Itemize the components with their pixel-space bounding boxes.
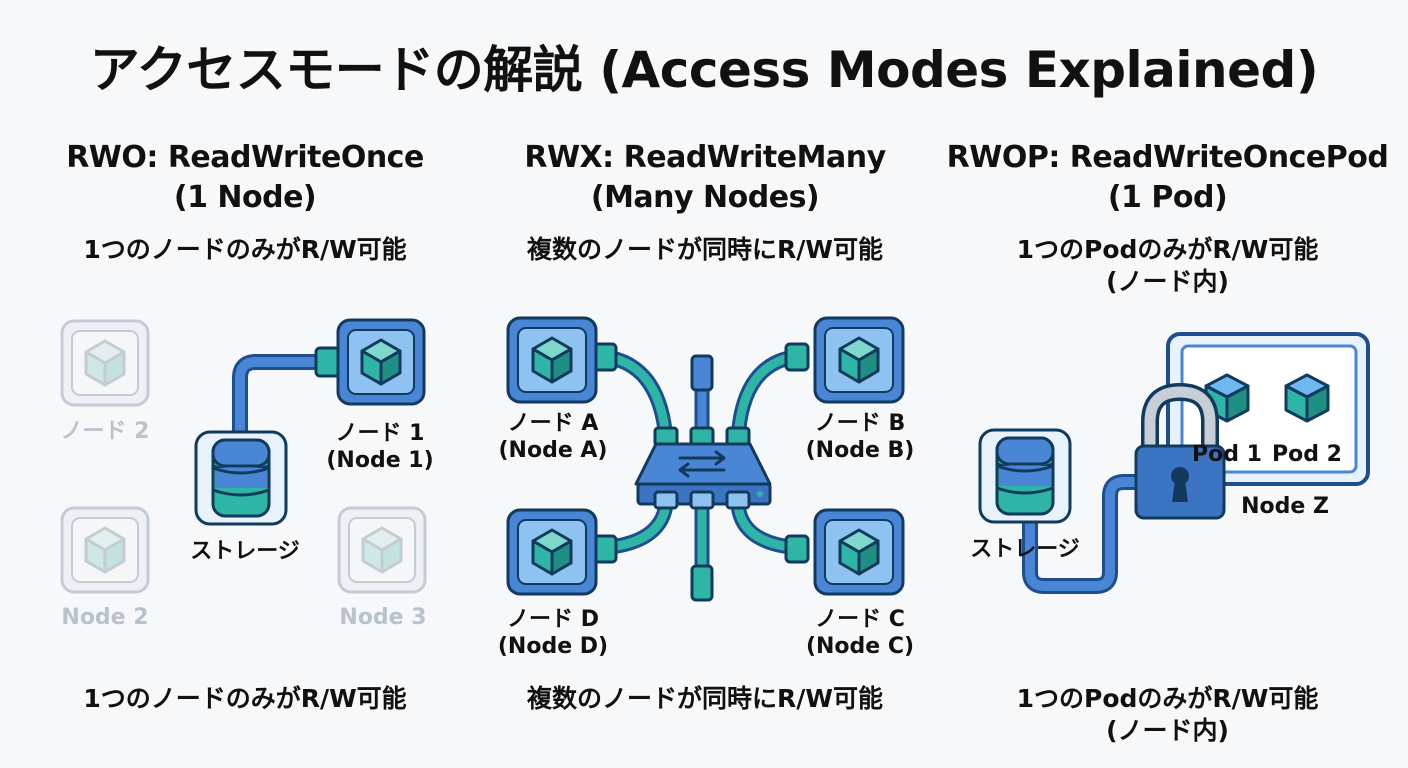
rwo-node1-label-jp: ノード 1 [335, 421, 425, 446]
node-d-label-en: (Node D) [497, 634, 609, 659]
rwop-footer: 1つのPodのみがR/W可能 (ノード内) [935, 683, 1400, 747]
rwo-description: 1つのノードのみがR/W可能 [83, 235, 407, 264]
rwo-faded-node-topleft [60, 319, 150, 407]
node-a-cube-icon [531, 336, 573, 384]
pod1-label: Pod 1 [1192, 442, 1262, 467]
rwop-diagram [978, 332, 1370, 594]
rwop-footer-line1: 1つのPodのみがR/W可能 [1016, 684, 1319, 713]
rwx-heading-line2: (Many Nodes) [590, 180, 820, 215]
rwx-node-a-box [506, 316, 598, 404]
node-b-label-en: (Node B) [805, 438, 915, 463]
node-c-label-en: (Node C) [805, 634, 915, 659]
rwo-heading-line1: RWO: ReadWriteOnce [66, 140, 424, 175]
node-c-cube-icon [838, 528, 880, 576]
rwo-heading: RWO: ReadWriteOnce (1 Node) [20, 138, 470, 218]
rwo-node1-label-en: (Node 1) [326, 448, 434, 473]
rwo-node1-box [336, 318, 426, 406]
rwo-footer: 1つのノードのみがR/W可能 [83, 684, 407, 713]
node-z-label: Node Z [1241, 494, 1329, 519]
rwop-description: 1つのPodのみがR/W可能 (ノード内) [935, 234, 1400, 298]
page-title: アクセスモードの解説 (Access Modes Explained) [89, 41, 1319, 99]
rwo-connection-cable [232, 354, 328, 443]
rwo-faded-node-bottomleft [60, 506, 150, 594]
node-a-label: ノード A (Node A) [488, 410, 618, 464]
lock-icon [1134, 382, 1226, 520]
rwo-diagram [60, 318, 427, 594]
node-b-label: ノード B (Node B) [795, 410, 925, 464]
rwx-node-d-box [506, 508, 598, 596]
rwx-node-b-box [813, 316, 905, 404]
node-b-cube-icon [838, 336, 880, 384]
node-d-label: ノード D (Node D) [488, 606, 618, 660]
rwo-node1-label: ノード 1 (Node 1) [310, 420, 450, 474]
rwop-storage-icon [978, 428, 1072, 524]
rwop-heading: RWOP: ReadWriteOncePod (1 Pod) [935, 138, 1400, 218]
rwo-faded-node2-label: Node 2 [61, 605, 149, 630]
rwop-storage-label: ストレージ [970, 537, 1080, 562]
rwo-storage-label: ストレージ [190, 539, 300, 564]
rwx-heading-line1: RWX: ReadWriteMany [524, 140, 886, 175]
rwo-node1-cube-icon [360, 338, 402, 386]
rwx-footer: 複数のノードが同時にR/W可能 [527, 684, 883, 713]
rwo-faded-node2-jp-label: ノード 2 [60, 419, 150, 444]
rwo-storage-icon [194, 430, 288, 526]
pod2-label: Pod 2 [1272, 442, 1342, 467]
rwop-footer-line2: (ノード内) [1106, 716, 1229, 745]
pod2-cube-icon [1284, 373, 1330, 423]
node-c-label-jp: ノード C [815, 607, 905, 632]
rwop-heading-line2: (1 Pod) [1107, 180, 1228, 215]
node-a-label-jp: ノード A [507, 411, 599, 436]
rwop-description-line1: 1つのPodのみがR/W可能 [1016, 235, 1319, 264]
node-c-label: ノード C (Node C) [795, 606, 925, 660]
node-b-label-jp: ノード B [814, 411, 906, 436]
node-d-label-jp: ノード D [507, 607, 599, 632]
rwo-faded-node-bottomright [337, 506, 427, 594]
network-switch-icon [634, 426, 772, 510]
rwo-heading-line2: (1 Node) [173, 180, 317, 215]
rwx-diagram [506, 316, 905, 602]
node-d-cube-icon [531, 528, 573, 576]
rwop-heading-line1: RWOP: ReadWriteOncePod [946, 140, 1389, 175]
rwop-description-line2: (ノード内) [1106, 267, 1229, 296]
rwx-description: 複数のノードが同時にR/W可能 [527, 235, 883, 264]
rwx-heading: RWX: ReadWriteMany (Many Nodes) [480, 138, 930, 218]
rwo-faded-node3-label: Node 3 [339, 605, 427, 630]
node-a-label-en: (Node A) [498, 438, 608, 463]
rwx-node-c-box [813, 508, 905, 596]
